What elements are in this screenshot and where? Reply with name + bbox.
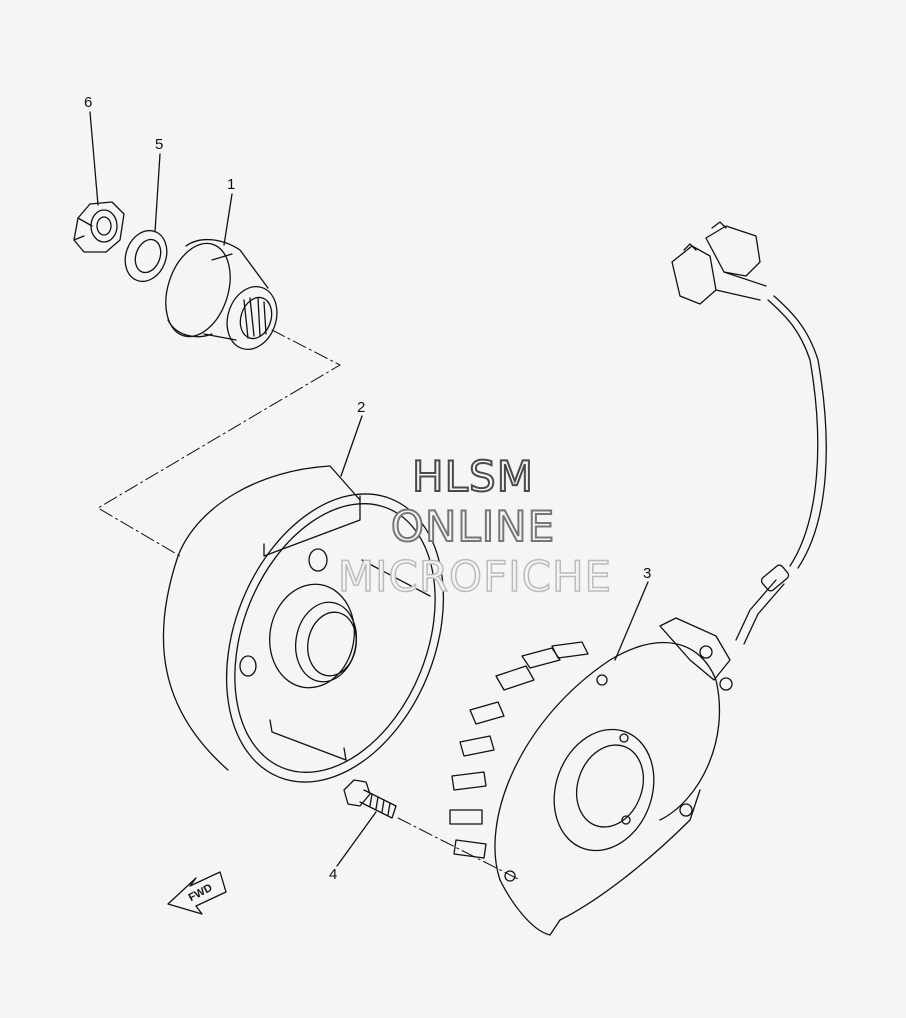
callout-2: 2 (357, 399, 366, 416)
leader-line-2 (340, 415, 363, 477)
axis-line-flywheel (97, 329, 341, 557)
leader-lines (89, 111, 649, 867)
rotor-part-2 (162, 465, 445, 783)
assembly-axis-lines (97, 329, 521, 881)
callout-4: 4 (329, 866, 338, 883)
collar-part-1 (165, 239, 278, 350)
watermark-line-2: ONLINE (390, 501, 556, 552)
bolt-part-4 (343, 779, 397, 819)
watermark-line-3: MICROFICHE (337, 551, 613, 602)
stator-part-3 (449, 221, 827, 936)
callout-3: 3 (643, 565, 652, 582)
washer-part-5 (124, 229, 168, 283)
leader-line-1 (223, 193, 233, 246)
callout-5: 5 (155, 136, 164, 153)
leader-line-6 (89, 111, 99, 206)
leader-line-3 (614, 581, 649, 661)
leader-line-4 (336, 811, 377, 867)
callout-6: 6 (84, 94, 93, 111)
axis-line-bolt (397, 817, 521, 881)
watermark-line-1: HLSM (411, 451, 534, 502)
nut-part-6 (73, 201, 125, 253)
fwd-arrow-icon (167, 871, 227, 915)
callout-1: 1 (227, 176, 236, 193)
leader-line-5 (154, 153, 161, 233)
